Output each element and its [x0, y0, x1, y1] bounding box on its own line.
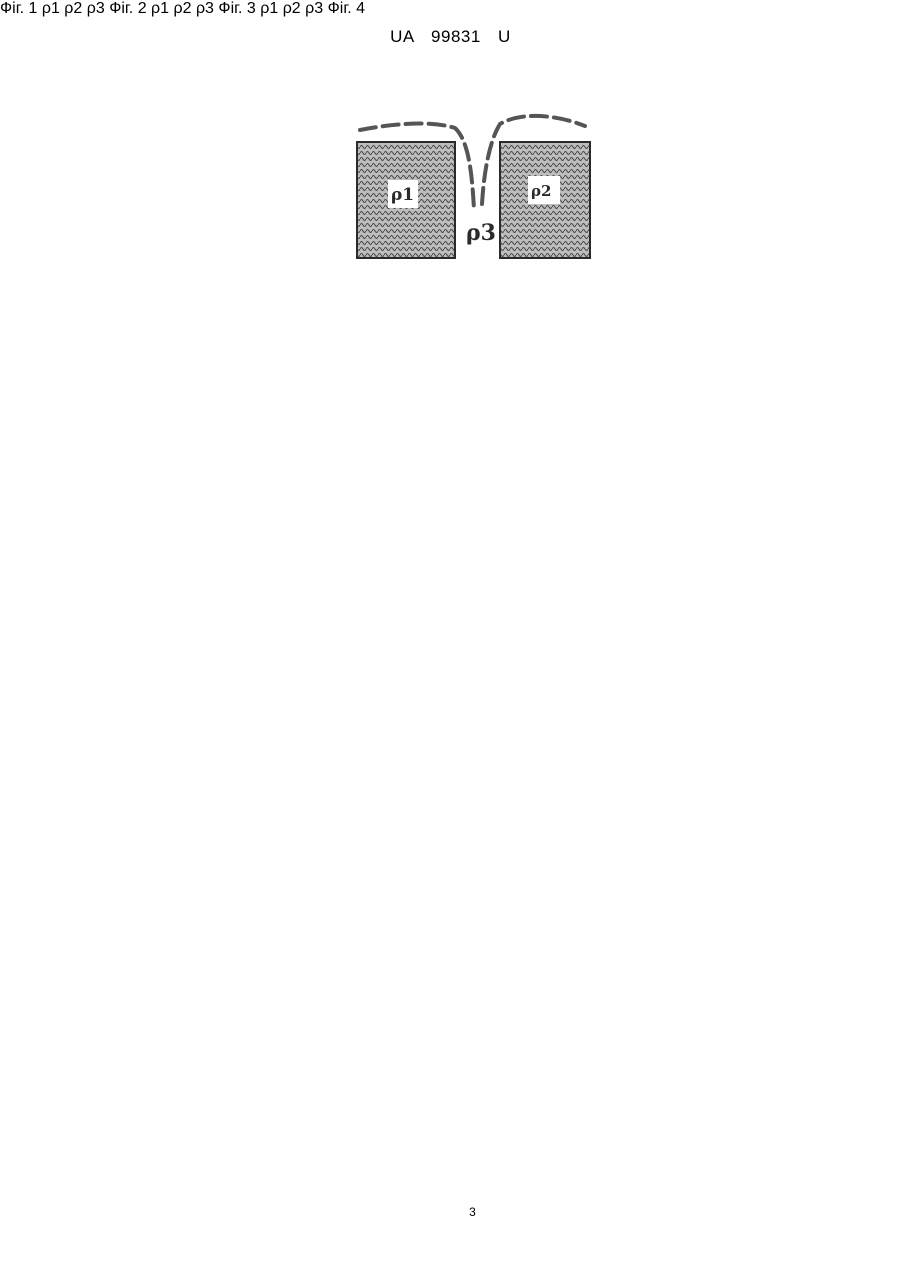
fig1-label-rho3: ρ3	[466, 220, 496, 246]
fig1-label-rho2: ρ2	[531, 182, 551, 200]
page-number: 3	[0, 1205, 901, 1219]
figure-1: ρ1 ρ2 ρ3	[357, 116, 590, 258]
fig1-label-rho1: ρ1	[391, 185, 414, 205]
